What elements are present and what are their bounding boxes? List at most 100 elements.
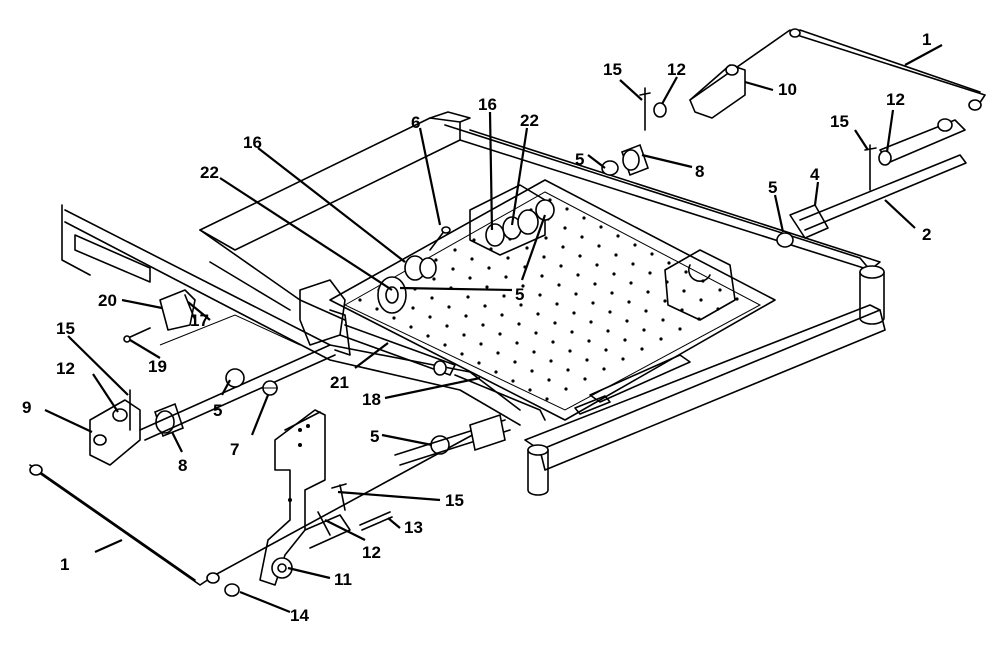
- callout-4: 4: [810, 165, 820, 184]
- perforation-dot: [536, 312, 540, 316]
- perforation-dot: [545, 397, 549, 401]
- perforation-dot: [563, 226, 567, 230]
- perforation-dot: [540, 274, 544, 278]
- perforation-dot: [661, 318, 665, 322]
- perforation-dot: [582, 216, 586, 220]
- perforation-dot: [515, 341, 519, 345]
- perforation-dot: [559, 264, 563, 268]
- callout-20: 20: [98, 291, 117, 310]
- callout-5-lower: 5: [370, 427, 379, 446]
- callout-5-center: 5: [515, 285, 524, 304]
- perforation-dot: [606, 329, 610, 333]
- perforation-dot: [659, 337, 663, 341]
- perforation-dot: [564, 387, 568, 391]
- perforation-dot: [718, 288, 722, 292]
- perforation-dot: [608, 310, 612, 314]
- perforation-dot: [699, 298, 703, 302]
- callout-15-left: 15: [56, 319, 75, 338]
- perforation-dot: [544, 236, 548, 240]
- perforation-dot: [504, 275, 508, 279]
- perforation-dot: [468, 276, 472, 280]
- callout-17: 17: [190, 311, 209, 330]
- callout-6: 6: [411, 113, 420, 132]
- callout-19: 19: [148, 357, 167, 376]
- perforation-dot: [644, 309, 648, 313]
- perforation-dot: [583, 377, 587, 381]
- perforation-dot: [464, 314, 468, 318]
- perforation-dot: [479, 342, 483, 346]
- perforation-dot: [477, 361, 481, 365]
- callout-15-right: 15: [830, 112, 849, 131]
- perforation-dot: [375, 307, 379, 311]
- perforation-dot: [530, 369, 534, 373]
- perforation-dot: [629, 281, 633, 285]
- perforation-dot: [566, 368, 570, 372]
- callout-22-left: 22: [200, 163, 219, 182]
- perforation-dot: [483, 304, 487, 308]
- perforation-dot: [580, 235, 584, 239]
- perforation-dot: [587, 339, 591, 343]
- perforation-dot: [568, 349, 572, 353]
- callout-22-upper: 22: [520, 111, 539, 130]
- perforation-dot: [561, 245, 565, 249]
- perforation-dot: [551, 340, 555, 344]
- perforation-dot: [570, 330, 574, 334]
- perforation-dot: [680, 308, 684, 312]
- perforation-dot: [640, 347, 644, 351]
- perforation-dot: [597, 244, 601, 248]
- perforation-dot: [485, 285, 489, 289]
- perforation-dot: [434, 258, 438, 262]
- callout-8-lower: 8: [178, 456, 187, 475]
- callout-12-right: 12: [886, 90, 905, 109]
- perforation-dot: [650, 252, 654, 256]
- perforation-dot: [447, 305, 451, 309]
- perforation-dot: [642, 328, 646, 332]
- perforation-dot: [648, 271, 652, 275]
- callout-16-upper: 16: [478, 95, 497, 114]
- perforation-dot: [585, 358, 589, 362]
- perforation-dot: [547, 378, 551, 382]
- perforation-dot: [481, 323, 485, 327]
- perforation-dot: [595, 263, 599, 267]
- callout-labels: 1 1 2 4 5 5 5 5 5 6 7 8 8 9 10 11 12 12 …: [22, 30, 931, 625]
- perforation-dot: [500, 313, 504, 317]
- perforation-dot: [678, 327, 682, 331]
- perforation-dot: [604, 348, 608, 352]
- perforation-dot: [498, 332, 502, 336]
- perforation-dot: [542, 255, 546, 259]
- callout-5-right: 5: [768, 178, 777, 197]
- perforation-dot: [411, 306, 415, 310]
- callout-15-upper: 15: [603, 60, 622, 79]
- perforation-dot: [426, 334, 430, 338]
- perforation-dot: [445, 324, 449, 328]
- perforation-dot: [466, 295, 470, 299]
- perforation-dot: [574, 292, 578, 296]
- callout-1-lower: 1: [60, 555, 69, 574]
- perforation-dot: [432, 277, 436, 281]
- perforation-dot: [576, 273, 580, 277]
- perforation-dot: [453, 248, 457, 252]
- perforation-dot: [428, 315, 432, 319]
- perforation-dot: [701, 279, 705, 283]
- callout-13: 13: [404, 518, 423, 537]
- perforation-dot: [716, 307, 720, 311]
- perforation-dot: [549, 359, 553, 363]
- leader-lines: [44, 44, 943, 614]
- perforation-dot: [358, 298, 362, 302]
- perforation-dot: [663, 299, 667, 303]
- callout-21: 21: [330, 373, 349, 392]
- callout-7: 7: [230, 440, 239, 459]
- perforation-dot: [684, 270, 688, 274]
- perforation-dot: [506, 256, 510, 260]
- perforation-dot: [553, 321, 557, 325]
- perforation-dot: [591, 301, 595, 305]
- perforation-dot: [697, 317, 701, 321]
- callout-10: 10: [778, 80, 797, 99]
- callout-5-upper: 5: [575, 150, 584, 169]
- upper-right-linkage: [601, 28, 986, 248]
- callout-8-upper: 8: [695, 162, 704, 181]
- perforation-dot: [578, 254, 582, 258]
- deck-perforations: [358, 198, 739, 401]
- perforation-dot: [487, 266, 491, 270]
